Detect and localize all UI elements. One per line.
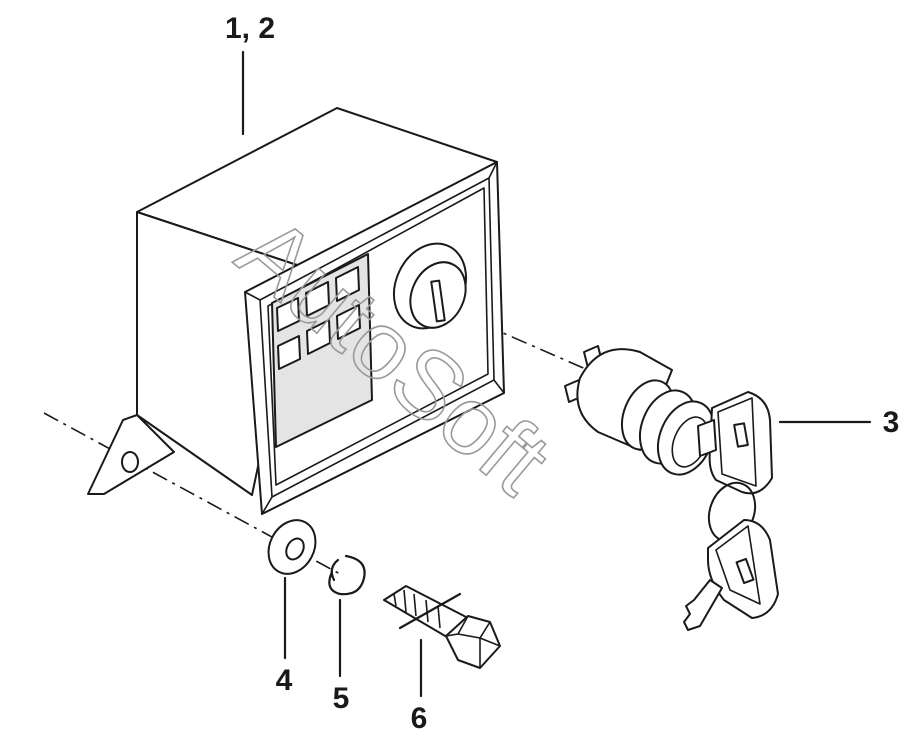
key-blade	[683, 579, 723, 631]
control-box	[136, 107, 505, 515]
ignition-switch-assembly	[564, 345, 779, 631]
key-hole	[735, 557, 755, 585]
washer	[267, 519, 317, 575]
warning-lamp	[336, 304, 361, 340]
spring-washer	[328, 554, 366, 596]
warning-lamp	[277, 335, 301, 370]
bolt	[383, 585, 501, 669]
mounting-bracket	[87, 414, 253, 496]
callout-6: 6	[411, 702, 428, 735]
leader-lines	[241, 50, 872, 698]
warning-lamp	[306, 319, 331, 355]
warning-lamp	[276, 297, 300, 332]
box-front-face	[267, 187, 489, 486]
warning-lamp	[335, 266, 360, 302]
callout-5: 5	[333, 682, 350, 715]
ignition-lock-opening	[393, 242, 467, 330]
warning-lamp	[305, 281, 330, 317]
key-hole	[733, 422, 749, 448]
callout-3: 3	[883, 406, 900, 439]
bracket-hole	[121, 451, 139, 473]
callout-4: 4	[276, 664, 293, 697]
callout-1-2: 1, 2	[225, 12, 275, 45]
